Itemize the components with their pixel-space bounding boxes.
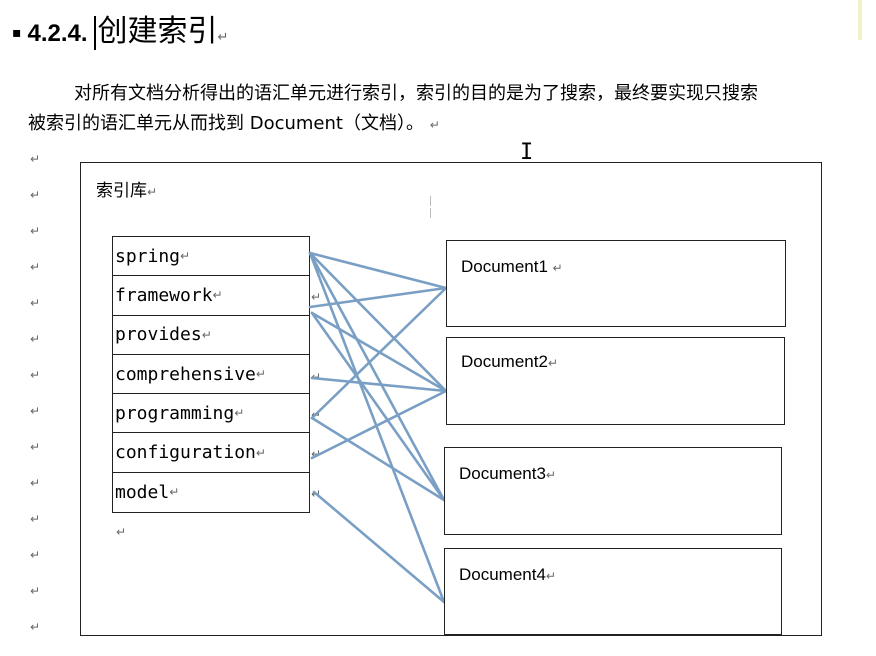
paragraph-mark: ↵ [255, 445, 266, 460]
link-configuration-document2 [310, 389, 448, 460]
term-row-spring[interactable]: spring↵ [113, 237, 309, 277]
link-model-document4 [312, 490, 446, 604]
link-programming-document3 [310, 416, 446, 502]
index-library-frame[interactable] [80, 162, 822, 636]
paragraph-mark: ↵ [545, 569, 556, 583]
paragraph-mark: ↵ [30, 440, 41, 454]
section-title[interactable]: 创建索引 [97, 14, 218, 49]
paragraph-line-2-text: 被索引的语汇单元从而找到 Document（文档）。 [28, 113, 424, 134]
column-guide [430, 208, 431, 218]
term-row-framework[interactable]: framework↵ [113, 276, 309, 316]
paragraph-mark: ↵ [234, 406, 245, 421]
index-library-label: 索引库↵ [96, 176, 157, 201]
paragraph-mark: ↵ [30, 188, 41, 202]
text-cursor [93, 15, 96, 50]
paragraph-line-2: 被索引的语汇单元从而找到 Document（文档）。 ↵ [28, 106, 876, 143]
paragraph-mark: ↵ [147, 185, 158, 199]
paragraph-mark: ↵ [116, 525, 127, 539]
paragraph-mark: ↵ [30, 620, 41, 634]
paragraph-mark: ↵ [217, 30, 229, 45]
paragraph-mark: ↵ [545, 468, 556, 482]
document-box-2[interactable]: Document2↵ [446, 337, 785, 425]
paragraph-mark: ↵ [311, 290, 322, 304]
paragraph-mark: ↵ [552, 261, 563, 275]
link-spring-document4 [308, 251, 446, 604]
paragraph-mark: ↵ [30, 548, 41, 562]
link-programming-document1 [310, 286, 448, 420]
paragraph-mark: ↵ [429, 118, 440, 132]
term-label: framework [115, 284, 213, 306]
term-row-configuration[interactable]: configuration↵ [113, 433, 309, 473]
link-comprehensive-document2 [310, 376, 448, 393]
paragraph-mark: ↵ [30, 512, 41, 526]
link-spring-document3 [308, 251, 446, 502]
heading-bullet: ▪ [12, 24, 22, 41]
term-row-model[interactable]: model↵ [113, 473, 309, 512]
term-row-provides[interactable]: provides↵ [113, 316, 309, 355]
margin-highlight [858, 0, 862, 40]
document-label: Document3 [459, 464, 546, 483]
link-provides-document3 [310, 311, 446, 502]
paragraph-mark: ↵ [547, 356, 558, 370]
paragraph-mark: ↵ [30, 296, 41, 310]
document-label: Document1 [461, 257, 548, 276]
body-paragraph[interactable]: 对所有文档分析得出的语汇单元进行索引，索引的目的是为了搜索，最终要实现只搜索 被… [28, 76, 876, 143]
paragraph-mark: ↵ [30, 368, 41, 382]
paragraph-mark: ↵ [30, 476, 41, 490]
paragraph-mark: ↵ [201, 327, 212, 342]
term-label: configuration [115, 442, 256, 464]
link-spring-document1 [308, 251, 448, 290]
link-spring-document2 [308, 251, 448, 393]
paragraph-mark: ↵ [180, 249, 191, 264]
paragraph-mark: ↵ [311, 447, 322, 461]
document-label: Document4 [459, 565, 546, 584]
term-label: programming [115, 402, 235, 424]
term-label: comprehensive [115, 363, 256, 385]
paragraph-line-1: 对所有文档分析得出的语汇单元进行索引，索引的目的是为了搜索，最终要实现只搜索 [74, 83, 758, 104]
term-label: model [115, 481, 170, 503]
term-label: spring [115, 245, 181, 267]
paragraph-mark: ↵ [311, 370, 322, 384]
paragraph-mark: ↵ [255, 367, 266, 382]
link-framework-document1 [308, 286, 448, 309]
paragraph-mark: ↵ [30, 260, 41, 274]
section-number: 4.2.4. [27, 20, 88, 47]
term-table[interactable]: spring↵ framework↵ provides↵ comprehensi… [112, 236, 310, 514]
section-heading: ▪ 4.2.4. 创建索引↵ [12, 12, 228, 58]
term-row-comprehensive[interactable]: comprehensive↵ [113, 355, 309, 395]
paragraph-mark: ↵ [30, 152, 41, 166]
column-guide [430, 196, 431, 206]
term-row-programming[interactable]: programming↵ [113, 394, 309, 434]
document-box-3[interactable]: Document3↵ [444, 447, 782, 535]
ibeam-cursor-icon: I [520, 140, 534, 165]
paragraph-mark: ↵ [169, 485, 180, 500]
document-label: Document2 [461, 352, 548, 371]
document-box-1[interactable]: Document1 ↵ [446, 240, 786, 327]
paragraph-mark: ↵ [30, 224, 41, 238]
paragraph-mark: ↵ [30, 584, 41, 598]
index-library-label-text: 索引库 [96, 181, 147, 201]
paragraph-mark: ↵ [30, 332, 41, 346]
paragraph-mark: ↵ [30, 404, 41, 418]
document-box-4[interactable]: Document4↵ [444, 548, 782, 635]
term-label: provides [115, 324, 202, 346]
paragraph-mark: ↵ [212, 288, 223, 303]
